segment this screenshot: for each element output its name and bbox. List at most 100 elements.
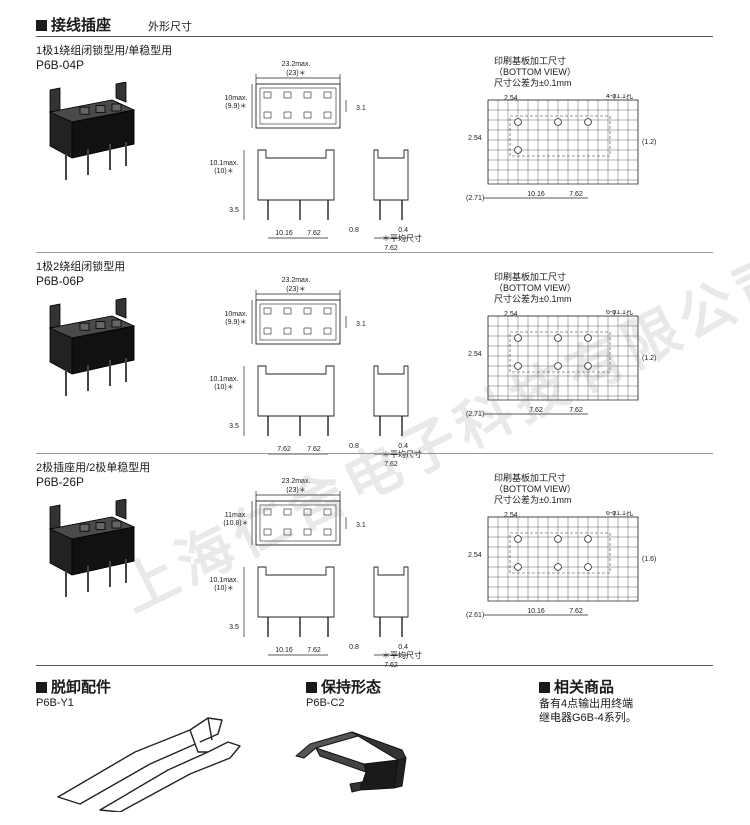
pcb-dim-x-label: 2.54 [504, 95, 518, 102]
end-thickness-label: 0.4 [398, 644, 408, 651]
side-height-avg-label: (10)＊ [214, 585, 233, 592]
section-model: P6B-26P [36, 475, 85, 489]
section-title: 1极1绕组闭锁型用/单稳型用 [36, 45, 173, 57]
related-note-2: 继电器G6B-4系列。 [539, 712, 637, 724]
height-max-label: 11max. [225, 512, 247, 519]
pitch-a-label: 10.16 [275, 230, 293, 237]
pitch-b-label: 7.62 [307, 230, 321, 237]
end-width-label: 7.62 [384, 461, 398, 468]
square-bullet-icon [36, 682, 47, 693]
avg-note: ＊平均尺寸 [382, 450, 422, 459]
pcb-pitch-1-label: 10.16 [527, 608, 545, 615]
pcb-pcb-title: 印刷基板加工尺寸 [494, 272, 567, 282]
pin-diameter-label: 0.8 [349, 227, 359, 234]
accessory-block: 脱卸配件 P6B-Y1 [36, 676, 111, 709]
height-avg-label: (9.9)＊ [225, 319, 246, 326]
section-title: 2极插座用/2极单稳型用 [36, 462, 151, 474]
pcb-right-label: (1.2) [642, 355, 656, 362]
pitch-b-label: 7.62 [307, 647, 321, 654]
pcb-left-offset-label: (2.71) [466, 411, 484, 418]
pcb-dim-y-label: 2.54 [468, 135, 482, 142]
end-width-label: 7.62 [384, 245, 398, 252]
accessory-model: P6B-Y1 [36, 697, 74, 709]
socket-photo [48, 499, 136, 597]
pcb-hole [514, 563, 522, 571]
pitch-a-label: 10.16 [275, 647, 293, 654]
end-thickness-label: 0.4 [398, 227, 408, 234]
socket-photo [48, 82, 136, 180]
pcb-info: 印刷基板加工尺寸（BOTTOM VIEW）尺寸公差为±0.1mm [494, 473, 576, 506]
pcb-pcb-title: 印刷基板加工尺寸 [494, 56, 567, 66]
section-title: 1极2绕组闭锁型用 [36, 261, 126, 273]
pcb-hole-label: 4-ϕ1.1孔 [606, 94, 633, 100]
pcb-hole [554, 563, 562, 571]
pcb-dim-x-label: 2.54 [504, 512, 518, 519]
section-model: P6B-06P [36, 274, 85, 288]
pcb-bottom-view: （BOTTOM VIEW） [494, 67, 576, 77]
side-height-avg-label: (10)＊ [214, 168, 233, 175]
width-avg-label: (23)＊ [286, 487, 305, 494]
socket-photo [48, 298, 136, 396]
pcb-pitch-1-label: 10.16 [527, 191, 545, 198]
pin-length-label: 3.5 [229, 624, 239, 631]
square-bullet-icon [306, 682, 317, 693]
width-max-label: 23.2max. [282, 277, 311, 284]
pcb-hole [554, 535, 562, 543]
divider [36, 252, 713, 253]
pitch-b-label: 7.62 [307, 446, 321, 453]
pcb-hole [514, 118, 522, 126]
pcb-hole [554, 334, 562, 342]
pcb-tolerance: 尺寸公差为±0.1mm [494, 78, 572, 88]
height-avg-label: (9.9)＊ [225, 103, 246, 110]
side-height-label: 10.1max. [210, 160, 239, 167]
pcb-dim-x-label: 2.54 [504, 311, 518, 318]
page-subtitle: 外形尺寸 [148, 21, 192, 33]
width-avg-label: (23)＊ [286, 286, 305, 293]
pcb-left-offset-label: (2.71) [466, 195, 484, 202]
holding-clip-drawing [295, 731, 407, 793]
dimension-drawing: 23.2max.(23)＊10max.(9.9)＊3.110.1max.(10)… [210, 61, 409, 252]
end-thickness-label: 0.4 [398, 443, 408, 450]
pcb-hole [584, 563, 592, 571]
pin-diameter-label: 0.8 [349, 443, 359, 450]
side-height-label: 10.1max. [210, 376, 239, 383]
pcb-right-label: (1.2) [642, 139, 656, 146]
square-bullet-icon [539, 682, 550, 693]
pcb-hole [554, 362, 562, 370]
side-height-avg-label: (10)＊ [214, 384, 233, 391]
holder-block: 保持形态 P6B-C2 [306, 676, 381, 709]
pcb-dim-y-label: 2.54 [468, 552, 482, 559]
pcb-tolerance: 尺寸公差为±0.1mm [494, 294, 572, 304]
related-note-1: 备有4点输出用终端 [539, 698, 634, 710]
related-block: 相关商品 备有4点输出用终端 继电器G6B-4系列。 [539, 676, 637, 725]
release-tool-drawing [57, 717, 241, 812]
pcb-left-offset-label: (2.61) [466, 612, 484, 619]
height-avg-label: (10.8)＊ [223, 520, 248, 527]
pcb-pcb-title: 印刷基板加工尺寸 [494, 473, 567, 483]
pcb-hole [554, 118, 562, 126]
page-title: 接线插座 [36, 14, 111, 35]
accessory-title: 脱卸配件 [36, 676, 111, 697]
side-height-label: 10.1max. [210, 577, 239, 584]
pcb-pitch-2-label: 7.62 [569, 407, 583, 414]
height-max-label: 10max. [225, 95, 248, 102]
pcb-bottom-view: （BOTTOM VIEW） [494, 283, 576, 293]
dim-3-1-label: 3.1 [356, 105, 366, 112]
height-max-label: 10max. [225, 311, 248, 318]
width-avg-label: (23)＊ [286, 70, 305, 77]
divider [36, 453, 713, 454]
pcb-hole [514, 146, 522, 154]
pcb-hole [514, 362, 522, 370]
related-title: 相关商品 [539, 676, 637, 697]
pcb-info: 印刷基板加工尺寸（BOTTOM VIEW）尺寸公差为±0.1mm [494, 56, 576, 89]
dim-3-1-label: 3.1 [356, 321, 366, 328]
pitch-a-label: 7.62 [277, 446, 291, 453]
pin-diameter-label: 0.8 [349, 644, 359, 651]
pin-length-label: 3.5 [229, 207, 239, 214]
section-model: P6B-04P [36, 58, 85, 72]
holder-title: 保持形态 [306, 676, 381, 697]
pcb-dim-y-label: 2.54 [468, 351, 482, 358]
